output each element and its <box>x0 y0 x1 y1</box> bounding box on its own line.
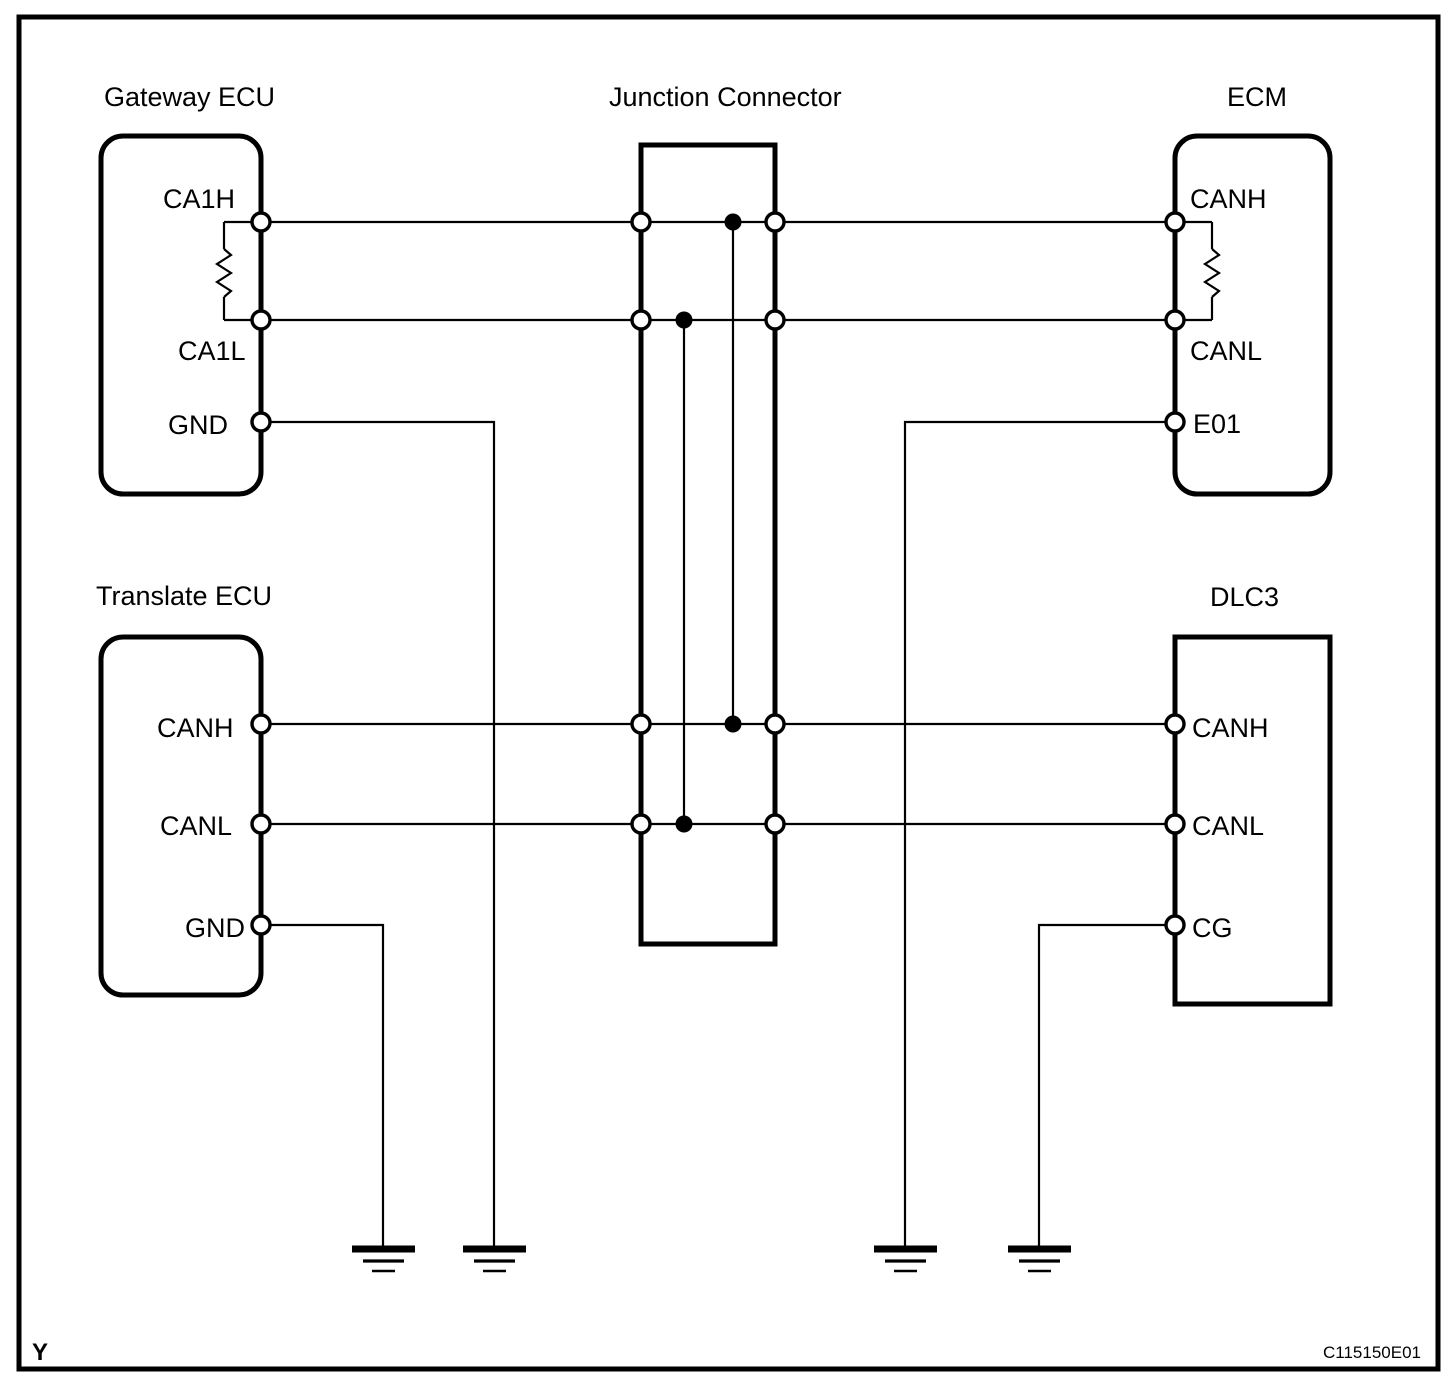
page-border <box>16 14 1441 1372</box>
translate-canh-label: CANH <box>157 713 234 743</box>
gateway-ecu-ground-symbol <box>463 1245 526 1273</box>
ecm-resistor-zigzag <box>1202 248 1222 298</box>
terminal-translate-canh[interactable] <box>250 713 272 735</box>
terminal-junction-right-canh-top[interactable] <box>764 211 786 233</box>
terminal-dlc3-canl[interactable] <box>1164 813 1186 835</box>
dlc3-ground-symbol <box>1008 1245 1071 1273</box>
terminal-junction-right-canl-top[interactable] <box>764 309 786 331</box>
terminal-translate-canl[interactable] <box>250 813 272 835</box>
wire-ecm-e01-to-ground <box>903 420 1175 1248</box>
gateway-ecu-title: Gateway ECU <box>104 82 275 112</box>
junction-connector-title: Junction Connector <box>609 82 842 112</box>
ecm-title: ECM <box>1227 82 1287 112</box>
terminal-gateway-gnd[interactable] <box>250 411 272 433</box>
terminal-ecm-e01[interactable] <box>1164 411 1186 433</box>
wire-gateway-gnd-to-ground <box>261 420 496 1248</box>
ecm-e01-label: E01 <box>1193 409 1241 439</box>
ecm-canl-label: CANL <box>1190 336 1262 366</box>
dlc3-cg-label: CG <box>1192 913 1233 943</box>
translate-ecu-ground-symbol <box>352 1245 415 1273</box>
terminal-gateway-ca1l[interactable] <box>250 309 272 331</box>
terminal-junction-right-canl-bottom[interactable] <box>764 813 786 835</box>
splice-dot-canl-bottom <box>675 815 693 833</box>
terminal-junction-left-canl-bottom[interactable] <box>630 813 652 835</box>
translate-ecu-title: Translate ECU <box>96 581 272 611</box>
terminal-junction-left-canh-bottom[interactable] <box>630 713 652 735</box>
terminal-ecm-canh[interactable] <box>1164 211 1186 233</box>
ecm-canh-label: CANH <box>1190 184 1267 214</box>
translate-canl-label: CANL <box>160 811 232 841</box>
translate-gnd-label: GND <box>185 913 245 943</box>
terminal-translate-gnd[interactable] <box>250 914 272 936</box>
terminal-junction-left-canh-top[interactable] <box>630 211 652 233</box>
corner-mark-label: Y <box>32 1339 48 1366</box>
gateway-ca1h-label: CA1H <box>163 184 235 214</box>
splice-dot-canh-bottom <box>724 715 742 733</box>
wire-translate-gnd-to-ground <box>261 923 385 1248</box>
junction-connector-box <box>638 142 778 947</box>
terminal-dlc3-cg[interactable] <box>1164 914 1186 936</box>
terminal-gateway-ca1h[interactable] <box>250 211 272 233</box>
dlc3-canh-label: CANH <box>1192 713 1269 743</box>
gateway-gnd-label: GND <box>168 410 228 440</box>
terminal-dlc3-canh[interactable] <box>1164 713 1186 735</box>
splice-dot-canl-top <box>675 311 693 329</box>
gateway-resistor-zigzag <box>214 248 234 298</box>
ecm-ground-symbol <box>874 1245 937 1273</box>
wire-dlc3-cg-to-ground <box>1037 923 1175 1248</box>
splice-dot-canh-top <box>724 213 742 231</box>
terminal-ecm-canl[interactable] <box>1164 309 1186 331</box>
gateway-ca1l-label: CA1L <box>178 336 246 366</box>
dlc3-title: DLC3 <box>1210 582 1279 612</box>
terminal-junction-left-canl-top[interactable] <box>630 309 652 331</box>
terminal-junction-right-canh-bottom[interactable] <box>764 713 786 735</box>
document-code-label: C115150E01 <box>1323 1343 1421 1362</box>
dlc3-canl-label: CANL <box>1192 811 1264 841</box>
